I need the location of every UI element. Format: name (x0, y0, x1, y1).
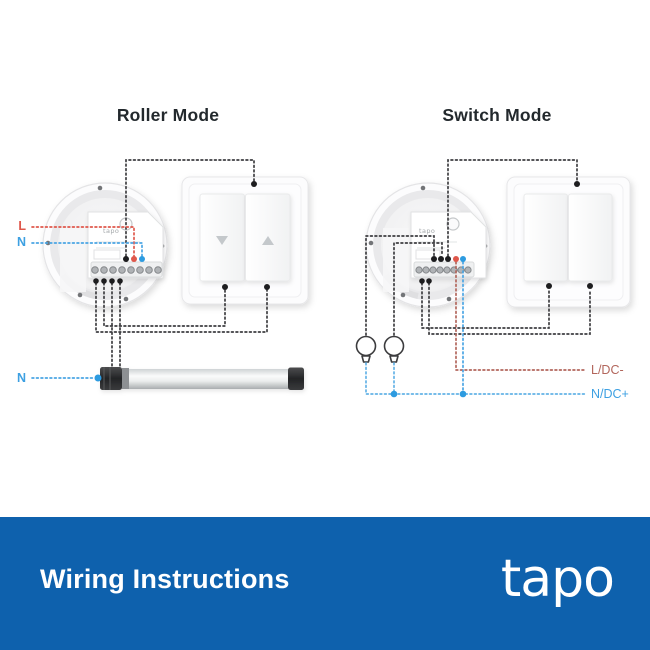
footer-banner (0, 517, 650, 650)
junction-dot (459, 390, 467, 398)
switch-wire-2 (428, 282, 591, 335)
junction-dot (264, 284, 270, 290)
box-screw (368, 240, 374, 246)
junction-dot (139, 256, 145, 262)
bulb-icon (355, 335, 377, 363)
junction-dot (131, 256, 137, 262)
junction-dot (460, 256, 466, 262)
box-screw (446, 296, 452, 302)
roller-mode-diagram: tapo (31, 159, 309, 390)
roller-wires (31, 159, 270, 382)
tapo-logo: tapo (500, 549, 615, 609)
box-screw (77, 292, 83, 298)
switch-mode-title: Switch Mode (442, 105, 552, 125)
roller-switch-live-wire (125, 159, 255, 257)
junction-dot (445, 256, 451, 262)
junction-dot (109, 278, 115, 284)
junction-dot (94, 374, 102, 382)
roller-live-in-wire (31, 226, 135, 257)
junction-dot (426, 278, 432, 284)
roller-mode-title: Roller Mode (116, 105, 220, 125)
junction-dot (117, 278, 123, 284)
box-screw (400, 292, 406, 298)
box-screw (97, 185, 103, 191)
module-button (446, 217, 460, 231)
motor-neutral-label: N (16, 371, 26, 385)
up-arrow-icon (262, 236, 274, 245)
roller-neutral-in-wire (31, 242, 143, 257)
switch-wall-switch (506, 176, 631, 308)
junction-dot (546, 283, 552, 289)
neutral-dc-bus-wire (365, 362, 587, 395)
live-label: L (18, 219, 26, 233)
junction-dot (438, 256, 444, 262)
junction-dot (431, 256, 437, 262)
bulb1-wire (365, 235, 435, 336)
module-terminals (91, 266, 162, 274)
junction-dot (101, 278, 107, 284)
module-brand-text: tapo (419, 227, 435, 235)
junction-dot (587, 283, 593, 289)
junction-dot (251, 181, 257, 187)
junction-dot (222, 284, 228, 290)
roller-switch-wire-1 (95, 282, 268, 333)
down-arrow-icon (216, 236, 228, 245)
junction-dot (123, 256, 129, 262)
switch-top-wire (447, 159, 578, 257)
module-brand-text: tapo (103, 227, 119, 235)
switch-wires (365, 159, 593, 398)
junction-dot (390, 390, 398, 398)
junction-dot (453, 256, 459, 262)
box-screw (420, 185, 426, 191)
footer-heading: Wiring Instructions (40, 564, 290, 594)
roller-switch-wire-2 (103, 282, 226, 327)
bulb2-wire (393, 242, 443, 336)
switch-wire-1 (421, 282, 550, 329)
neutral-label: N (16, 235, 26, 249)
box-screw (123, 296, 129, 302)
live-dc-label: L/DC- (591, 363, 624, 377)
switch-mode-diagram: tapo (355, 159, 631, 398)
roller-wall-switch (181, 176, 309, 305)
junction-dot (419, 278, 425, 284)
live-dc-wire (455, 261, 587, 371)
bulb-icon (383, 335, 405, 363)
junction-dot (574, 181, 580, 187)
roller-motor-tube (100, 367, 304, 390)
neutral-dc-label: N/DC+ (591, 387, 629, 401)
junction-dot (93, 278, 99, 284)
